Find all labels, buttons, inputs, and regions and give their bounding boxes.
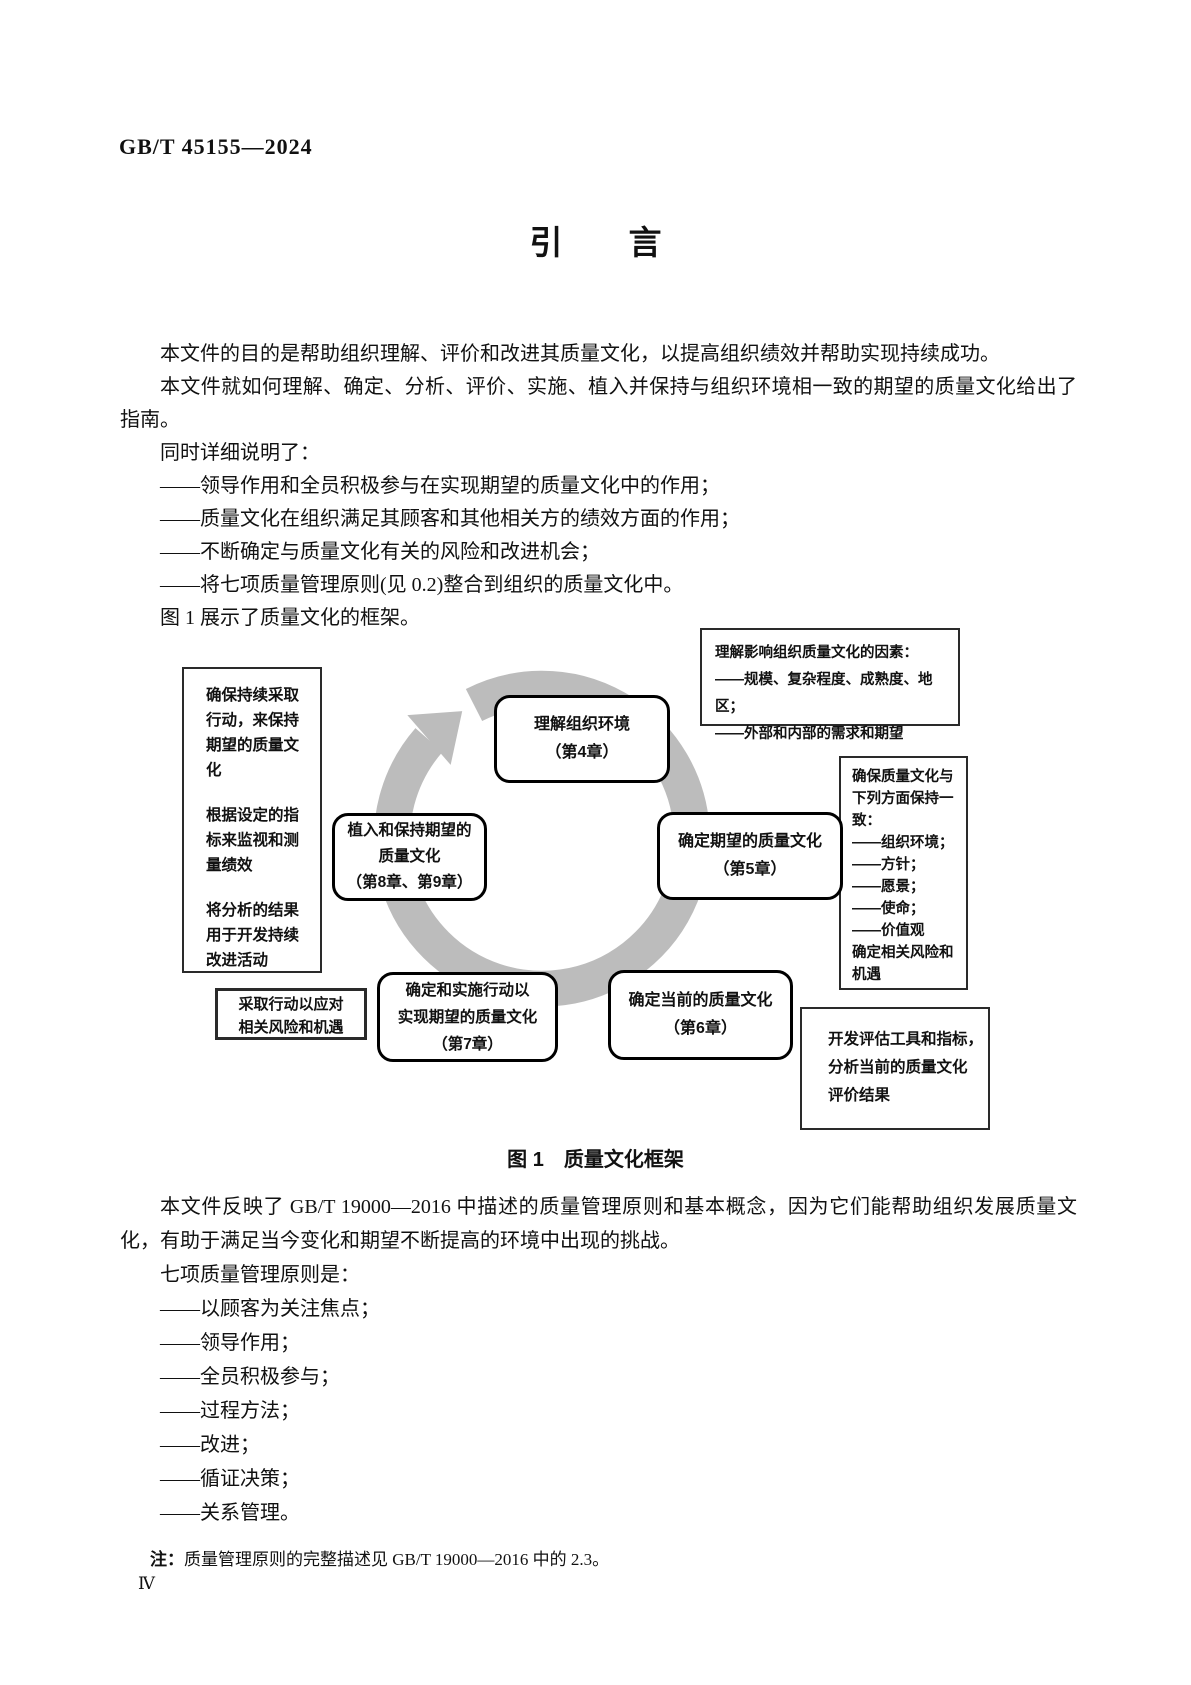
box-text-line: 理解影响组织质量文化的因素：: [715, 645, 918, 661]
intro-section: 本文件的目的是帮助组织理解、评价和改进其质量文化，以提高组织绩效并帮助实现持续成…: [120, 338, 1077, 635]
box-text-line: 理解组织环境: [533, 716, 630, 733]
box-text-line: （第6章）: [664, 1020, 737, 1037]
intro-paragraph: 本文件就如何理解、确定、分析、评价、实施、植入并保持与组织环境相一致的期望的质量…: [120, 376, 1077, 431]
box-text-line: 根据设定的指标来监视和测量绩效: [206, 807, 300, 874]
principle-item: ——过程方法；: [160, 1400, 300, 1422]
footnote-text: 质量管理原则的完整描述见 GB/T 19000—2016 中的 2.3。: [184, 1550, 610, 1569]
box-determine-current-culture: 确定当前的质量文化 （第6章）: [608, 970, 793, 1060]
quality-culture-framework-diagram: 确保持续采取行动，来保持期望的质量文化 根据设定的指标来监视和测量绩效 将分析的…: [0, 590, 1191, 1160]
box-text-line: 评价结果: [828, 1087, 891, 1104]
principle-item: ——全员积极参与；: [160, 1366, 340, 1388]
box-understand-context: 理解组织环境 （第4章）: [494, 695, 670, 783]
box-text-line: （第5章）: [713, 861, 787, 878]
box-text-line: ——组织环境；: [852, 835, 954, 851]
intro-paragraph: 同时详细说明了：: [160, 442, 320, 464]
box-text-line: 确定期望的质量文化: [677, 833, 822, 850]
footnote: 注：质量管理原则的完整描述见 GB/T 19000—2016 中的 2.3。: [150, 1545, 609, 1570]
box-text-line: （第4章）: [545, 744, 619, 761]
principle-item: ——改进；: [160, 1434, 260, 1456]
box-text-line: 确保持续采取行动，来保持期望的质量文化: [206, 687, 300, 779]
box-text-line: 确定当前的质量文化: [628, 992, 773, 1009]
box-sustain-actions: 确保持续采取行动，来保持期望的质量文化 根据设定的指标来监视和测量绩效 将分析的…: [182, 667, 322, 973]
footnote-label: 注：: [150, 1550, 184, 1569]
box-text-line: ——规模、复杂程度、成熟度、地区；: [715, 672, 933, 715]
box-text-line: 确保质量文化与下列方面保持一致：: [852, 769, 954, 829]
box-text-line: 将分析的结果用于开发持续改进活动: [206, 902, 300, 969]
box-influencing-factors: 理解影响组织质量文化的因素： ——规模、复杂程度、成熟度、地区； ——外部和内部…: [700, 628, 960, 742]
box-text-line: 相关风险和机遇: [238, 1019, 344, 1036]
box-text-line: ——方针；: [852, 857, 925, 873]
box-text-line: 质量文化: [378, 848, 441, 865]
box-text-line: 开发评估工具和指标，: [828, 1031, 984, 1048]
intro-list-item: ——质量文化在组织满足其顾客和其他相关方的绩效方面的作用；: [160, 508, 740, 530]
box-text-line: ——价值观: [852, 923, 925, 939]
box-implement-actions: 确定和实施行动以 实现期望的质量文化 （第7章）: [377, 972, 558, 1062]
figure-caption: 图 1 质量文化框架: [507, 1149, 684, 1171]
page-number: Ⅳ: [138, 1574, 155, 1593]
box-text-line: 植入和保持期望的: [347, 822, 472, 839]
box-text-line: 实现期望的质量文化: [397, 1008, 538, 1026]
box-text-line: 确定和实施行动以: [405, 981, 530, 999]
principle-item: ——领导作用；: [160, 1332, 300, 1354]
principle-item: ——循证决策；: [160, 1468, 300, 1490]
box-risk-opportunity-action: 采取行动以应对 相关风险和机遇: [215, 988, 367, 1040]
principle-item: ——关系管理。: [160, 1502, 300, 1524]
intro-paragraph: 图 1 展示了质量文化的框架。: [160, 607, 420, 629]
box-assessment-tools: 开发评估工具和指标， 分析当前的质量文化 评价结果: [800, 1007, 990, 1130]
box-text-line: ——愿景；: [852, 879, 925, 895]
box-text-line: ——外部和内部的需求和期望: [715, 726, 904, 742]
page-title: 引 言: [529, 224, 662, 261]
box-culture-alignment: 确保质量文化与下列方面保持一致： ——组织环境； ——方针； ——愿景； ——使…: [839, 756, 968, 990]
box-text-line: （第8章、第9章）: [346, 874, 473, 891]
intro-paragraph: 本文件的目的是帮助组织理解、评价和改进其质量文化，以提高组织绩效并帮助实现持续成…: [160, 343, 1000, 365]
intro-list-item: ——不断确定与质量文化有关的风险和改进机会；: [160, 541, 600, 563]
principle-item: ——以顾客为关注焦点；: [160, 1298, 380, 1320]
intro-list-item: ——领导作用和全员积极参与在实现期望的质量文化中的作用；: [160, 475, 720, 497]
box-embed-maintain-culture: 植入和保持期望的 质量文化 （第8章、第9章）: [332, 813, 487, 901]
standard-number: GB/T 45155—2024: [119, 134, 313, 159]
box-text-line: 确定相关风险和机遇: [852, 945, 954, 983]
box-text-line: 分析当前的质量文化: [828, 1059, 968, 1076]
principles-section: 本文件反映了 GB/T 19000—2016 中描述的质量管理原则和基本概念，因…: [120, 1190, 1077, 1530]
box-text-line: ——使命；: [852, 901, 925, 917]
box-text-line: （第7章）: [432, 1035, 503, 1053]
box-determine-expected-culture: 确定期望的质量文化 （第5章）: [657, 812, 843, 900]
principles-paragraph: 七项质量管理原则是：: [160, 1264, 360, 1286]
box-text-line: 采取行动以应对: [238, 996, 344, 1013]
circular-arrow: [373, 670, 710, 1007]
principles-paragraph: 本文件反映了 GB/T 19000—2016 中描述的质量管理原则和基本概念，因…: [120, 1196, 1077, 1252]
intro-list-item: ——将七项质量管理原则(见 0.2)整合到组织的质量文化中。: [160, 574, 684, 596]
